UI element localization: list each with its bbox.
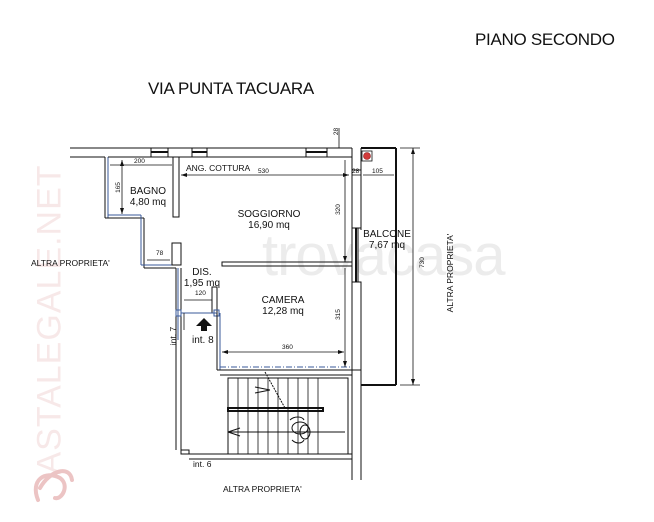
dim-wall-top: 28 [333,127,341,136]
room-name: SOGGIORNO [237,209,301,220]
unit-6-label: int. 6 [193,459,212,469]
room-area: 4,80 mq [129,197,167,208]
dim-dis-width: 120 [195,290,206,297]
kitchenette-label: ANG. COTTURA [186,163,251,173]
room-balcone: BALCONE 7,67 mq [362,229,412,251]
floor-title: PIANO SECONDO [475,30,615,49]
red-marker-icon [363,152,371,160]
room-name: BALCONE [363,229,411,240]
neighbor-bottom-label: ALTRA PROPRIETA' [223,484,302,494]
trovacasa-watermark: trovacasa [262,223,505,288]
room-dis: DIS. 1,95 mq [182,267,222,289]
entrance-arrow-icon [196,318,212,331]
street-name: VIA PUNTA TACUARA [148,79,314,98]
room-area: 7,67 mq [368,240,406,251]
room-name: CAMERA [261,295,305,306]
person-icon [289,416,311,444]
dim-balcone-width: 105 [372,168,383,175]
room-soggiorno: SOGGIORNO 16,90 mq [230,209,308,231]
room-name: BAGNO [129,186,167,197]
dim-camera-height: 315 [334,309,342,320]
dim-wall: 28 [352,168,360,175]
dim-corridor: 78 [156,250,164,257]
dim-bagno-width: 200 [134,158,145,165]
dim-total-height: 730 [418,257,426,268]
room-area: 16,90 mq [248,220,290,231]
neighbor-left-label: ALTRA PROPRIETA' [31,258,110,268]
dim-camera-width: 360 [282,344,293,351]
unit-8-label: int. 8 [192,335,214,346]
dim-soggiorno-width: 530 [258,168,269,175]
unit-7-label: int. 7 [168,326,178,346]
dim-soggiorno-height: 320 [334,204,342,215]
dim-bagno-height: 165 [114,182,122,193]
room-bagno: BAGNO 4,80 mq [126,186,170,208]
room-name: DIS. [192,267,212,278]
room-camera: CAMERA 12,28 mq [248,295,318,317]
neighbor-right-label: ALTRA PROPRIETA' [445,233,455,313]
room-area: 1,95 mq [183,278,221,289]
room-area: 12,28 mq [262,306,304,317]
